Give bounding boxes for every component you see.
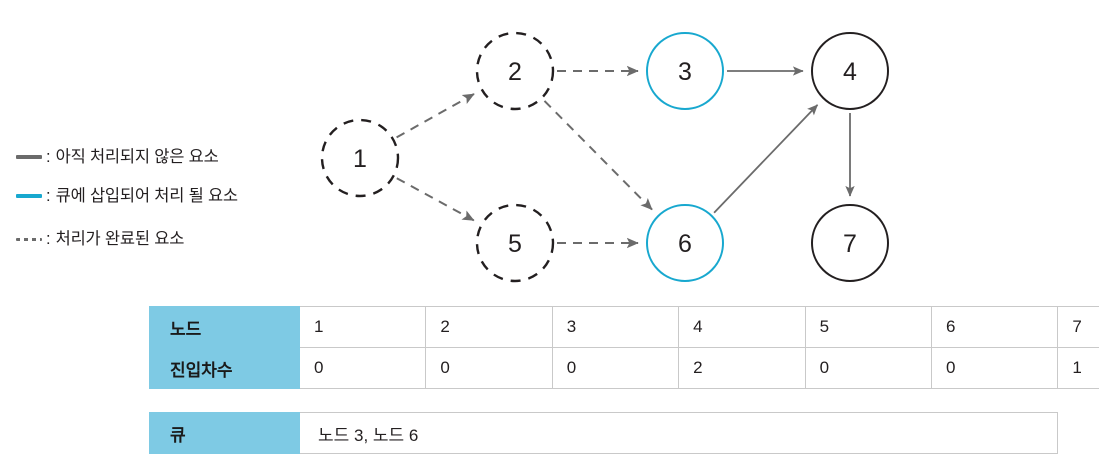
- legend-separator: :: [46, 186, 51, 205]
- node-label-3: 3: [678, 58, 692, 86]
- legend-label-completed: 처리가 완료된 요소: [55, 229, 185, 248]
- indegree-cell-2: 0: [425, 347, 553, 389]
- indegree-cell-5: 0: [804, 347, 932, 389]
- indegree-cell-6: 0: [930, 347, 1059, 389]
- legend-item-unprocessed: : 아직 처리되지 않은 요소: [14, 144, 219, 170]
- dotted-gray-line-icon: [14, 226, 44, 252]
- node-cell-5: 5: [804, 306, 932, 348]
- queue-table: 큐 노드 3, 노드 6: [149, 412, 1058, 454]
- node-circle-2: [475, 31, 555, 111]
- graph-node-7: 7: [811, 204, 889, 282]
- row-header-queue: 큐: [149, 412, 300, 454]
- node-cell-6: 6: [930, 306, 1059, 348]
- graph-node-1: 1: [320, 118, 400, 198]
- node-label-7: 7: [843, 230, 857, 258]
- edge-6-to-4: [713, 104, 819, 214]
- node-circle-5: [475, 203, 555, 283]
- node-cell-2: 2: [425, 306, 553, 348]
- legend-separator: :: [46, 229, 51, 248]
- node-circle-6: [646, 204, 724, 282]
- node-circle-1: [320, 118, 400, 198]
- node-label-4: 4: [843, 58, 857, 86]
- graph-node-5: 5: [475, 203, 555, 283]
- solid-gray-line-icon: [14, 144, 44, 170]
- node-cell-7: 7: [1057, 306, 1099, 348]
- directed-graph: 1 2 3 4 5 6 7: [320, 31, 889, 283]
- edge-layer: [396, 65, 855, 249]
- indegree-cell-1: 0: [298, 347, 427, 389]
- solid-cyan-line-icon: [14, 183, 44, 209]
- node-circle-7: [811, 204, 889, 282]
- legend-separator: :: [46, 147, 51, 166]
- indegree-table: 노드 1 2 3 4 5 6 7 진입차수 0 0 0 2 0 0 1: [149, 306, 1099, 389]
- indegree-cell-7: 1: [1057, 347, 1099, 389]
- node-cell-1: 1: [298, 306, 427, 348]
- graph-node-2: 2: [475, 31, 555, 111]
- node-circle-4: [811, 32, 889, 110]
- row-header-indegree: 진입차수: [149, 347, 300, 389]
- node-label-5: 5: [508, 230, 522, 258]
- node-layer: 1 2 3 4 5 6 7: [320, 31, 889, 283]
- legend-label-unprocessed: 아직 처리되지 않은 요소: [55, 147, 219, 166]
- table-row-node: 노드 1 2 3 4 5 6 7: [149, 306, 1099, 348]
- node-label-1: 1: [353, 145, 367, 173]
- edge-1-to-5: [396, 177, 475, 222]
- table-row-queue: 큐 노드 3, 노드 6: [149, 412, 1058, 454]
- graph-node-6: 6: [646, 204, 724, 282]
- indegree-cell-4: 2: [678, 347, 806, 389]
- legend-label-queued: 큐에 삽입되어 처리 될 요소: [55, 186, 239, 205]
- row-header-node: 노드: [149, 306, 300, 348]
- node-cell-4: 4: [678, 306, 806, 348]
- node-label-2: 2: [508, 58, 522, 86]
- table-row-indegree: 진입차수 0 0 0 2 0 0 1: [149, 347, 1099, 389]
- legend-item-queued: : 큐에 삽입되어 처리 될 요소: [14, 183, 238, 209]
- queue-contents: 노드 3, 노드 6: [299, 412, 1058, 454]
- indegree-cell-3: 0: [551, 347, 680, 389]
- node-circle-3: [646, 32, 724, 110]
- legend-item-completed: : 처리가 완료된 요소: [14, 226, 184, 252]
- graph-node-4: 4: [811, 32, 889, 110]
- graph-node-3: 3: [646, 32, 724, 110]
- edge-1-to-2: [396, 93, 475, 139]
- node-label-6: 6: [678, 230, 692, 258]
- edge-2-to-6: [543, 100, 653, 211]
- node-cell-3: 3: [551, 306, 680, 348]
